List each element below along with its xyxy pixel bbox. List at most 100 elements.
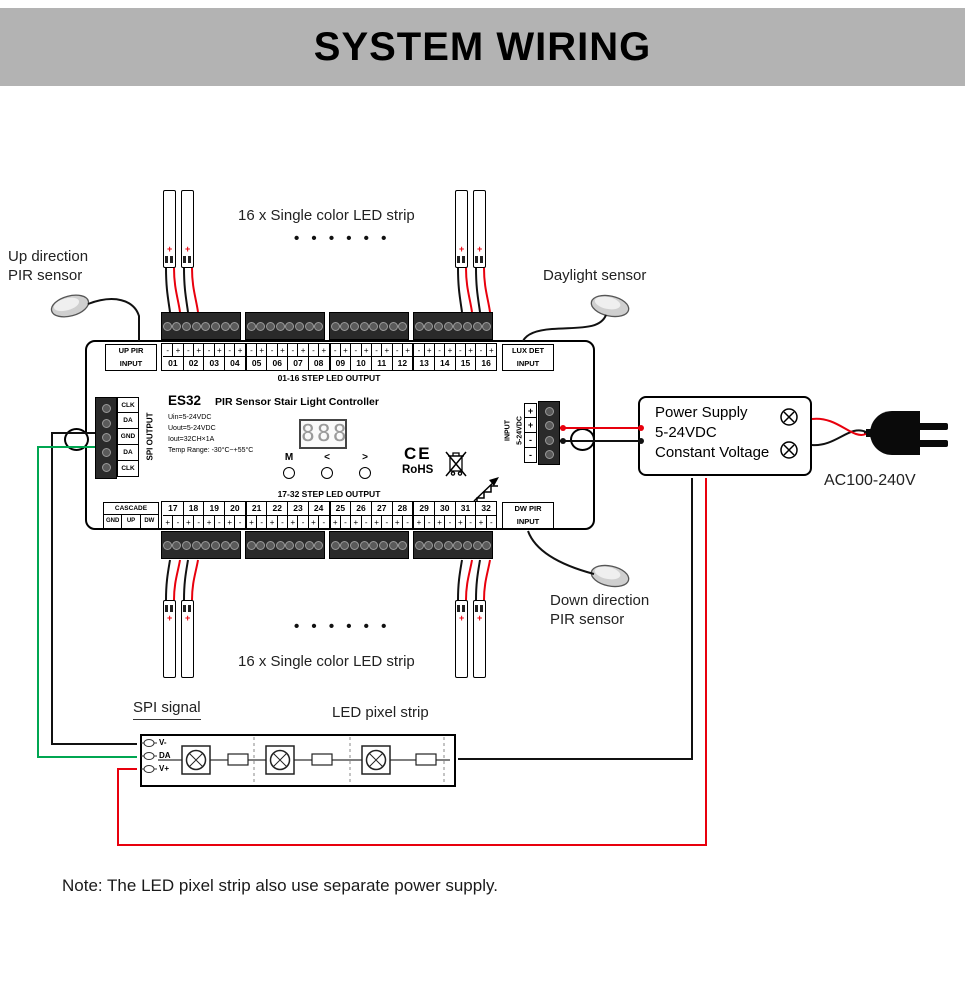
channel-number: 18 <box>188 503 199 513</box>
channel-cell: 26 +- <box>350 502 371 528</box>
channel-number: 22 <box>272 503 283 513</box>
controller-title: PIR Sensor Stair Light Controller <box>215 396 379 408</box>
led-strip: + <box>163 600 176 678</box>
led-strip: + <box>181 190 194 268</box>
channel-cell: 28 +- <box>391 502 413 528</box>
note-text: Note: The LED pixel strip also use separ… <box>62 876 498 895</box>
power-input-label-2: 5-24VDC <box>516 416 524 445</box>
channel-row-top: -+ 01 -+ 02 -+ 03 -+ 04 -+ 05 -+ 06 -+ 0… <box>161 343 497 371</box>
channel-number: 13 <box>419 358 429 368</box>
screw-terminal <box>349 540 359 550</box>
channel-number: 21 <box>251 503 262 513</box>
up-pir-label-1: Up direction <box>8 248 89 265</box>
channel-cell: 20 +- <box>224 502 245 528</box>
screw-terminal <box>424 321 434 331</box>
spec-line: Temp Range: -30°C~+55°C <box>168 447 254 454</box>
channel-number: 19 <box>209 503 219 513</box>
screw-terminal <box>275 540 285 550</box>
controller-title-row: ES32 PIR Sensor Stair Light Controller <box>168 393 379 408</box>
screw-terminal <box>172 321 182 331</box>
spi-pin-label: CLK <box>117 397 139 413</box>
page-title: SYSTEM WIRING <box>313 24 652 69</box>
channel-cell: 18 +- <box>182 502 204 528</box>
channel-cell: -+ 06 <box>266 344 288 370</box>
channel-cell: -+ 08 <box>307 344 329 370</box>
screw-terminal <box>220 321 230 331</box>
channel-cell: -+ 09 <box>328 344 351 370</box>
led-strip: + <box>181 600 194 678</box>
led-strip: + <box>473 190 486 268</box>
channel-number: 04 <box>230 358 240 368</box>
screw-terminal <box>340 321 350 331</box>
spec-line: Uin=5-24VDC <box>168 414 212 421</box>
screw-terminal <box>181 540 191 550</box>
spi-pin-label: GND <box>117 429 139 445</box>
button-icon <box>359 467 371 479</box>
spec-line: Iout=32CH×1A <box>168 436 215 443</box>
spi-terminal-block <box>95 397 117 479</box>
screw-terminal <box>462 540 472 550</box>
channel-number: 09 <box>335 358 346 368</box>
button-label: < <box>324 452 330 463</box>
channel-number: 23 <box>293 503 303 513</box>
channel-cell: -+ 10 <box>350 344 371 370</box>
power-supply-line3: Constant Voltage <box>655 444 770 461</box>
push-button: > <box>355 452 375 479</box>
channel-cell: -+ 15 <box>454 344 476 370</box>
screw-terminal <box>285 540 295 550</box>
channel-number: 17 <box>168 503 178 513</box>
top-strip-label: 16 x Single color LED strip <box>238 207 415 224</box>
screw-terminal <box>101 463 111 473</box>
screw-terminal <box>101 403 111 413</box>
channel-number: 30 <box>440 503 450 513</box>
down-pir-label-2: PIR sensor <box>550 611 625 628</box>
screw-terminal <box>275 321 285 331</box>
screw-terminal <box>443 321 453 331</box>
pixel-pin-label: V- <box>159 738 167 747</box>
screw-terminal <box>265 540 275 550</box>
cascade-title: CASCADE <box>104 503 158 515</box>
channel-cell: -+ 12 <box>391 344 413 370</box>
power-input-pin-label: + <box>524 418 537 433</box>
channel-number: 01 <box>168 358 178 368</box>
button-label: M <box>284 452 294 463</box>
screw-terminal <box>201 321 211 331</box>
channel-number: 31 <box>460 503 471 513</box>
screw-terminal <box>482 321 492 331</box>
screw-terminal <box>246 540 256 550</box>
screw-terminal <box>414 321 424 331</box>
terminal-block <box>413 312 493 340</box>
power-input-pin-label: - <box>524 433 537 448</box>
channel-number: 15 <box>460 358 471 368</box>
screw-terminal <box>191 321 201 331</box>
screw-terminal <box>340 540 350 550</box>
power-supply-line1: Power Supply <box>655 404 748 421</box>
seven-segment-display: 888 <box>299 419 349 449</box>
screw-terminal <box>101 448 111 458</box>
up-pir-input-box: UP PIR INPUT <box>105 344 157 371</box>
screw-terminal <box>482 540 492 550</box>
screw-terminal <box>330 321 340 331</box>
terminal-block <box>413 531 493 559</box>
channel-cell: -+ 02 <box>182 344 204 370</box>
channel-cell: 19 +- <box>203 502 225 528</box>
bottom-output-label: 17-32 STEP LED OUTPUT <box>277 489 381 499</box>
channel-number: 24 <box>313 503 324 513</box>
channel-cell: 31 +- <box>454 502 476 528</box>
channel-cell: 21 +- <box>244 502 267 528</box>
screw-terminal <box>101 418 111 428</box>
channel-cell: 23 +- <box>287 502 308 528</box>
channel-number: 26 <box>356 503 366 513</box>
down-pir-label-1: Down direction <box>550 592 650 609</box>
power-supply-line2: 5-24VDC <box>655 424 717 441</box>
push-button: < <box>317 452 337 479</box>
pixel-pin: V+ <box>141 762 171 775</box>
top-output-label: 01-16 STEP LED OUTPUT <box>277 373 381 383</box>
screw-terminal <box>544 449 554 459</box>
strip-pads <box>165 256 173 263</box>
channel-cell: 27 +- <box>370 502 392 528</box>
channel-cell: -+ 04 <box>224 344 245 370</box>
connector-icon <box>141 764 157 773</box>
